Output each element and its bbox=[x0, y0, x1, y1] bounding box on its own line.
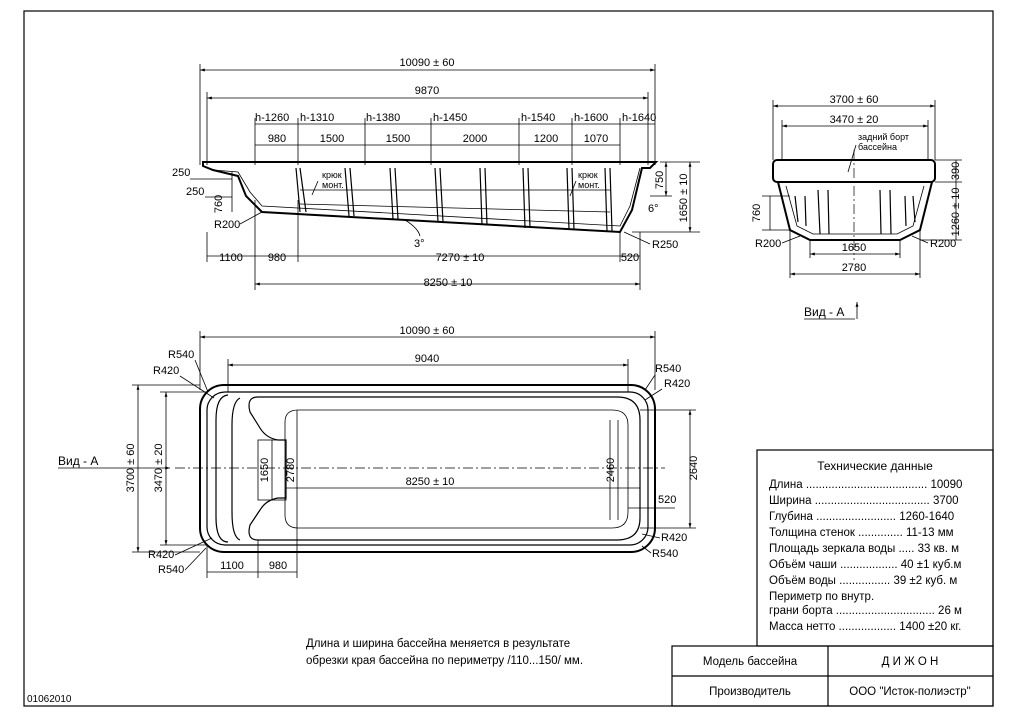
side-left-250b: 250 bbox=[186, 186, 204, 198]
plan-overall-dim: 10090 ± 60 bbox=[400, 325, 455, 337]
hook-note: монт. bbox=[322, 180, 344, 190]
depth-label: h-1540 bbox=[521, 112, 555, 124]
side-left-250a: 250 bbox=[172, 167, 190, 179]
tech-row: Масса нетто .................. 1400 ±20 … bbox=[769, 621, 961, 633]
plan-r420-bl: R420 bbox=[148, 549, 174, 561]
tech-row: Периметр по внутр. bbox=[769, 591, 874, 603]
end-right-1260: 1260 ± 10 bbox=[950, 188, 962, 237]
segment-dim: 980 bbox=[268, 133, 286, 145]
segment-dim: 1500 bbox=[386, 133, 410, 145]
plan-r420-tr: R420 bbox=[664, 378, 690, 390]
segment-dim: 1500 bbox=[320, 133, 344, 145]
end-overall-dim: 3700 ± 60 bbox=[830, 94, 879, 106]
end-bottom-2780: 2780 bbox=[842, 262, 866, 274]
depth-label: h-1260 bbox=[255, 112, 289, 124]
hook-note: крюк bbox=[322, 170, 342, 180]
plan-right-2640: 2640 bbox=[688, 456, 700, 480]
depth-label: h-1450 bbox=[433, 112, 467, 124]
segment-dim: 2000 bbox=[463, 133, 487, 145]
plan-left-3700: 3700 ± 60 bbox=[125, 444, 137, 493]
plan-r420-tl: R420 bbox=[153, 365, 179, 377]
note-line2: обрезки края бассейна по периметру /110.… bbox=[306, 655, 583, 667]
model-value: Д И Ж О Н bbox=[882, 656, 939, 668]
end-right-r200: R200 bbox=[930, 238, 956, 250]
side-left-r200: R200 bbox=[214, 219, 240, 231]
side-angle-3: 3° bbox=[414, 238, 425, 250]
tech-row: Глубина ......................... 1260-1… bbox=[769, 511, 954, 523]
end-inner-dim: 3470 ± 20 bbox=[830, 114, 879, 126]
plan-inner-dim: 9040 bbox=[415, 353, 439, 365]
plan-bottom-1100: 1100 bbox=[220, 560, 244, 572]
tech-title: Технические данные bbox=[817, 459, 933, 473]
plan-r540-tr: R540 bbox=[655, 363, 681, 375]
plan-r540-tl: R540 bbox=[168, 349, 194, 361]
plan-r540-bl: R540 bbox=[158, 564, 184, 576]
end-right-390: 390 bbox=[950, 162, 962, 180]
side-right-1650: 1650 ± 10 bbox=[678, 174, 690, 223]
note-line1: Длина и ширина бассейна меняется в резул… bbox=[306, 638, 570, 650]
side-overall-dim: 10090 ± 60 bbox=[400, 57, 455, 69]
model-label: Модель бассейна bbox=[703, 656, 798, 668]
hook-note: монт. bbox=[578, 180, 600, 190]
side-inner-dim: 9870 bbox=[415, 85, 439, 97]
tech-row: Ширина .................................… bbox=[769, 495, 959, 507]
rear-note: задний борт bbox=[858, 132, 909, 142]
rear-note: бассейна bbox=[858, 142, 897, 152]
tech-data-block: Технические данные Длина ...............… bbox=[756, 449, 994, 647]
tech-row: грани борта ............................… bbox=[769, 605, 962, 617]
tech-row: Длина ..................................… bbox=[769, 479, 962, 491]
plan-view: 10090 ± 60 9040 R540 R420 R540 R420 R420… bbox=[58, 325, 700, 578]
side-right-750: 750 bbox=[654, 171, 666, 189]
plan-left-3470: 3470 ± 20 bbox=[153, 444, 165, 493]
hook-note: крюк bbox=[578, 170, 598, 180]
tech-row: Толщина стенок .............. 11-13 мм bbox=[769, 527, 954, 539]
end-view-label: Вид - А bbox=[804, 305, 844, 319]
side-left-760: 760 bbox=[213, 195, 225, 213]
sheet-frame bbox=[23, 10, 994, 707]
depth-label: h-1640 bbox=[622, 112, 656, 124]
maker-value: ООО "Исток-полиэстр" bbox=[849, 686, 970, 698]
document-code: 01062010 bbox=[27, 694, 72, 705]
plan-in-2460: 2460 bbox=[605, 458, 617, 482]
end-left-760: 760 bbox=[751, 204, 763, 222]
tech-row: Объём чаши .................. 40 ±1 куб.… bbox=[769, 559, 961, 571]
plan-r540-br: R540 bbox=[652, 548, 678, 560]
side-bottom-8250: 8250 ± 10 bbox=[424, 277, 473, 289]
side-bottom-1100: 1100 bbox=[219, 252, 243, 264]
plan-in-1650: 1650 bbox=[259, 458, 271, 482]
end-left-r200: R200 bbox=[755, 238, 781, 250]
segment-dim: 1200 bbox=[534, 133, 558, 145]
side-right-r250: R250 bbox=[652, 239, 678, 251]
side-bottom-980: 980 bbox=[268, 252, 286, 264]
tech-row: Объём воды ................ 39 ±2 куб. м bbox=[769, 575, 957, 587]
end-bottom-1650: 1650 bbox=[842, 242, 866, 254]
end-view: 3700 ± 60 3470 ± 20 задний борт бассейна… bbox=[751, 94, 962, 320]
side-bottom-520: 520 bbox=[621, 252, 639, 264]
plan-bottom-980: 980 bbox=[269, 560, 287, 572]
plan-view-label: Вид - А bbox=[58, 454, 98, 468]
depth-label: h-1600 bbox=[574, 112, 608, 124]
depth-label: h-1310 bbox=[300, 112, 334, 124]
segment-dim: 1070 bbox=[584, 133, 608, 145]
plan-right-520: 520 bbox=[658, 494, 676, 506]
side-bottom-7270: 7270 ± 10 bbox=[436, 252, 485, 264]
plan-center-8250: 8250 ± 10 bbox=[406, 476, 455, 488]
side-angle-6: 6° bbox=[648, 203, 659, 215]
tech-row: Площадь зеркала воды ..... 33 кв. м bbox=[769, 543, 959, 555]
plan-r420-br: R420 bbox=[661, 532, 687, 544]
title-block: Модель бассейна Д И Ж О Н Производитель … bbox=[671, 645, 994, 707]
depth-label: h-1380 bbox=[366, 112, 400, 124]
maker-label: Производитель bbox=[709, 686, 791, 698]
plan-in-2780: 2780 bbox=[285, 458, 297, 482]
side-view: 10090 ± 60 9870 h-1260 h-1310 h-1380 h-1… bbox=[172, 57, 700, 290]
